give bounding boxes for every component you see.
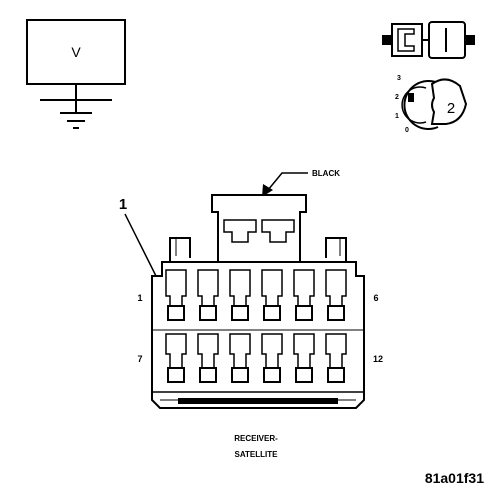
cavity-8: [197, 333, 219, 383]
pin-label-bottom-left: 7: [137, 354, 142, 364]
cavity-2: [197, 269, 219, 321]
connector-name-line1: RECEIVER-: [234, 434, 278, 443]
connector-name-line2: SATELLITE: [235, 450, 279, 459]
pin-label-top-right: 6: [373, 293, 378, 303]
cavity-12: [325, 333, 347, 383]
cavity-3: [229, 269, 251, 321]
voltmeter-label: V: [71, 44, 81, 60]
cavity-10: [261, 333, 283, 383]
cavity-1: [165, 269, 187, 321]
connector-color-label: BLACK: [312, 169, 340, 178]
cavity-row-bottom: [165, 333, 347, 383]
cavity-4: [261, 269, 283, 321]
pin-label-top-left: 1: [137, 293, 142, 303]
cavity-7: [165, 333, 187, 383]
key-selected-position: 2: [447, 100, 455, 117]
voltmeter-ground-symbol: V: [26, 19, 126, 129]
key-position-1: 1: [395, 113, 399, 120]
cavity-9: [229, 333, 251, 383]
figure-code: 81a01f31: [425, 470, 484, 486]
key-position-2: 2: [395, 94, 399, 101]
key-position-3: 3: [397, 75, 401, 82]
ignition-key-icon: 3 2 1 0 2: [395, 75, 468, 134]
plug-icon: [382, 21, 475, 59]
cavity-row-top: [165, 269, 347, 321]
cavity-6: [325, 269, 347, 321]
key-position-0: 0: [405, 127, 409, 134]
pin-label-bottom-right: 12: [373, 354, 383, 364]
cavity-5: [293, 269, 315, 321]
pin-callout-number: 1: [119, 196, 127, 213]
color-callout: BLACK: [262, 169, 340, 197]
cavity-11: [293, 333, 315, 383]
